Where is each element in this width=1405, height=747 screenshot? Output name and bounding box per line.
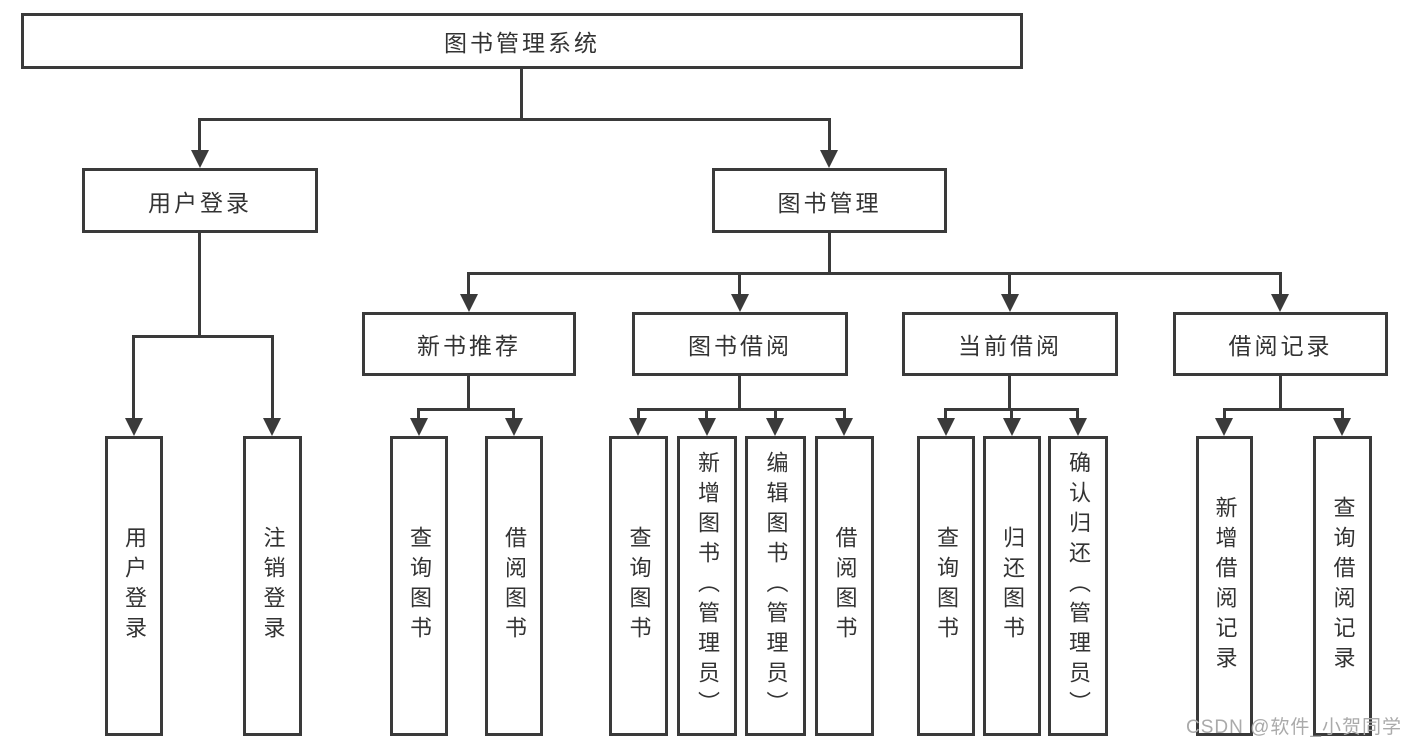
connector-line	[1223, 408, 1343, 411]
connector-line	[1279, 272, 1282, 296]
leaf-label: 注销登录	[260, 526, 286, 646]
arrowhead-down	[820, 150, 838, 168]
connector-line	[467, 272, 470, 296]
leaf-label: 归还图书	[1000, 526, 1025, 646]
connector-line	[1076, 408, 1079, 422]
node-library-system: 图书管理系统	[21, 13, 1023, 69]
node-leaf-add-book-admin: 新增图书（管理员）	[677, 436, 737, 736]
connector-line	[1341, 408, 1344, 422]
node-book-borrow: 图书借阅	[632, 312, 848, 376]
arrowhead-down	[835, 418, 853, 436]
connector-line	[1223, 408, 1226, 422]
connector-line	[418, 408, 515, 411]
arrowhead-down	[505, 418, 523, 436]
connector-line	[828, 233, 831, 272]
node-borrow-record: 借阅记录	[1173, 312, 1388, 376]
arrowhead-down	[460, 294, 478, 312]
csdn-watermark: CSDN @软件_小贺同学	[1186, 717, 1402, 738]
connector-line	[467, 376, 470, 408]
node-leaf-borrow-book-recommend: 借阅图书	[485, 436, 543, 736]
node-leaf-borrow-book: 借阅图书	[815, 436, 874, 736]
arrowhead-down	[263, 418, 281, 436]
connector-line	[637, 408, 845, 411]
node-leaf-user-login: 用户登录	[105, 436, 163, 736]
connector-line	[1008, 376, 1011, 408]
connector-line	[132, 335, 135, 420]
leaf-label: 确认归还（管理员）	[1066, 451, 1091, 721]
leaf-label: 查询借阅记录	[1330, 496, 1356, 676]
connector-line	[198, 118, 201, 152]
connector-line	[774, 408, 777, 422]
connector-line	[1010, 408, 1013, 422]
node-leaf-query-borrow-record: 查询借阅记录	[1313, 436, 1372, 736]
arrowhead-down	[125, 418, 143, 436]
arrowhead-down	[410, 418, 428, 436]
node-leaf-edit-book-admin: 编辑图书（管理员）	[745, 436, 806, 736]
connector-line	[637, 408, 640, 422]
leaf-label: 查询图书	[407, 526, 432, 646]
connector-line	[705, 408, 708, 422]
leaf-label: 查询图书	[626, 526, 652, 646]
connector-line	[198, 118, 831, 121]
node-leaf-confirm-return-admin: 确认归还（管理员）	[1048, 436, 1108, 736]
leaf-label: 用户登录	[122, 526, 147, 646]
node-leaf-query-book: 查询图书	[609, 436, 668, 736]
arrowhead-down	[191, 150, 209, 168]
arrowhead-down	[766, 418, 784, 436]
connector-line	[520, 69, 523, 118]
node-leaf-add-borrow-record: 新增借阅记录	[1196, 436, 1253, 736]
connector-line	[468, 272, 1281, 275]
connector-line	[738, 376, 741, 408]
arrowhead-down	[1271, 294, 1289, 312]
connector-line	[198, 233, 201, 335]
arrowhead-down	[629, 418, 647, 436]
node-leaf-query-current: 查询图书	[917, 436, 975, 736]
node-leaf-logout: 注销登录	[243, 436, 302, 736]
node-leaf-return-book: 归还图书	[983, 436, 1041, 736]
leaf-label: 借阅图书	[832, 526, 858, 646]
connector-line	[1279, 376, 1282, 408]
connector-line	[843, 408, 846, 422]
leaf-label: 新增借阅记录	[1212, 496, 1238, 676]
arrowhead-down	[731, 294, 749, 312]
leaf-label: 新增图书（管理员）	[695, 451, 720, 721]
leaf-label: 编辑图书（管理员）	[763, 451, 789, 721]
arrowhead-down	[1215, 418, 1233, 436]
connector-line	[828, 118, 831, 152]
arrowhead-down	[937, 418, 955, 436]
connector-line	[417, 408, 420, 422]
connector-line	[132, 335, 273, 338]
connector-line	[512, 408, 515, 422]
node-current-borrow: 当前借阅	[902, 312, 1118, 376]
connector-line	[271, 335, 274, 420]
node-new-book-recommend: 新书推荐	[362, 312, 576, 376]
leaf-label: 查询图书	[934, 526, 959, 646]
arrowhead-down	[1003, 418, 1021, 436]
arrowhead-down	[1001, 294, 1019, 312]
node-leaf-query-book-recommend: 查询图书	[390, 436, 448, 736]
arrowhead-down	[698, 418, 716, 436]
arrowhead-down	[1069, 418, 1087, 436]
arrowhead-down	[1333, 418, 1351, 436]
leaf-label: 借阅图书	[502, 526, 527, 646]
connector-line	[1008, 272, 1011, 296]
node-user-login: 用户登录	[82, 168, 318, 233]
connector-line	[944, 408, 947, 422]
node-book-management: 图书管理	[712, 168, 947, 233]
connector-line	[738, 272, 741, 296]
